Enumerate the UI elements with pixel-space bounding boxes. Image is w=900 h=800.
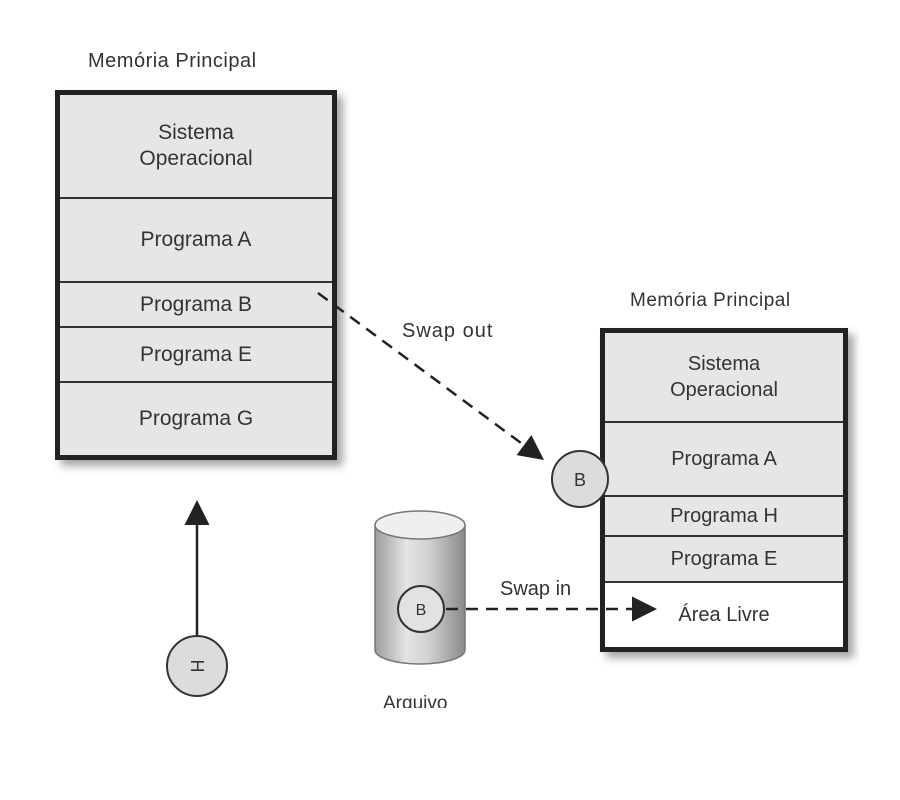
left-block-g: Programa G xyxy=(138,407,254,430)
left-block-so: Sistema Operacional xyxy=(60,95,332,199)
right-block-h: Programa H xyxy=(605,497,843,537)
b-out-label: B xyxy=(574,470,586,490)
swap-out-arrow xyxy=(317,291,545,460)
swap-in-label: Swap in xyxy=(500,578,572,600)
swap-out-label: Swap out xyxy=(402,320,494,342)
right-block-e: Programa E xyxy=(605,537,843,583)
right-block-a: Programa A xyxy=(605,423,843,497)
h-label: H xyxy=(187,660,207,673)
left-block-a: Programa A xyxy=(60,199,332,283)
left-memory-title: Memória Principal xyxy=(88,50,257,72)
right-block-so: Sistema Operacional xyxy=(605,333,843,423)
disk-label: Arquivo xyxy=(383,693,448,708)
b-in-circle xyxy=(397,585,445,633)
left-block-b: Programa B xyxy=(60,283,332,328)
left-block-e: Programa E xyxy=(60,328,332,383)
right-memory-title: Memória Principal xyxy=(630,290,791,311)
b-out-circle xyxy=(551,450,609,508)
left-memory: Sistema Operacional Programa A Programa … xyxy=(55,90,337,460)
b-in-label: B xyxy=(416,602,427,619)
h-circle xyxy=(166,635,228,697)
